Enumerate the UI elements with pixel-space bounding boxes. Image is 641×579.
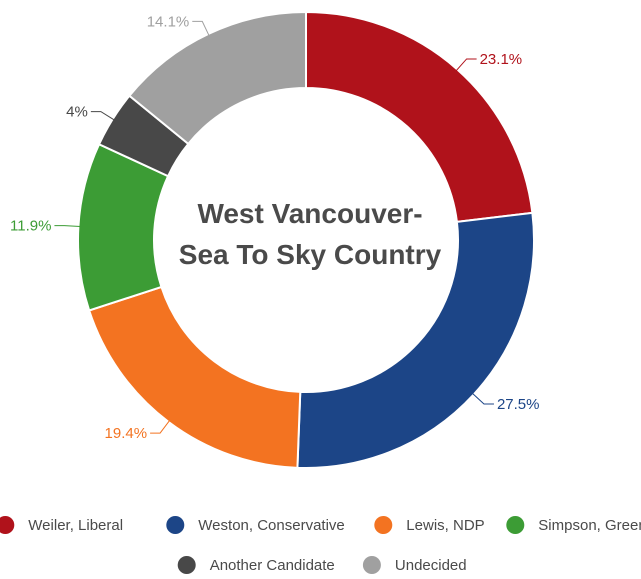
- data-label-undecided: 14.1%: [147, 13, 190, 30]
- data-label-lewis-ndp: 19.4%: [105, 425, 148, 442]
- leader-another-candidate: [90, 111, 115, 121]
- chart-title-line-2: Sea To Sky Country: [179, 239, 442, 270]
- data-label-weston-conservative: 27.5%: [497, 396, 540, 413]
- leader-weiler-liberal: [455, 58, 477, 72]
- legend-swatch-simpson-green: [506, 516, 525, 534]
- chart-title-line-1: West Vancouver-: [197, 198, 422, 229]
- leader-simpson-green: [54, 225, 81, 228]
- legend-label-another-candidate: Another Candidate: [210, 557, 335, 574]
- donut-slices: [77, 10, 535, 469]
- legend-swatch-another-candidate: [177, 556, 196, 574]
- data-labels: 23.1% 27.5% 19.4% 11.9% 4% 14.1%: [10, 13, 540, 442]
- legend-swatch-lewis-ndp: [374, 516, 393, 534]
- label-leaders: [54, 20, 494, 434]
- legend-swatch-undecided: [362, 556, 381, 574]
- leader-weston-conservative: [471, 392, 494, 405]
- leader-undecided: [192, 20, 210, 37]
- leader-lewis-ndp: [150, 420, 171, 434]
- data-label-another-candidate: 4%: [66, 104, 88, 121]
- legend: Weiler, Liberal Weston, Conservative Lewis…: [0, 516, 641, 574]
- legend-swatch-weiler-liberal: [0, 516, 15, 534]
- slice-weiler-liberal: [305, 10, 534, 224]
- legend-label-weston-conservative: Weston, Conservative: [198, 517, 344, 534]
- data-label-weiler-liberal: 23.1%: [480, 51, 523, 68]
- legend-label-weiler-liberal: Weiler, Liberal: [28, 517, 123, 534]
- legend-label-lewis-ndp: Lewis, NDP: [406, 517, 484, 534]
- legend-label-simpson-green: Simpson, Green: [538, 517, 641, 534]
- legend-swatch-weston-conservative: [166, 516, 185, 534]
- slice-weston-conservative: [296, 211, 535, 469]
- data-label-simpson-green: 11.9%: [10, 218, 51, 235]
- slice-undecided: [128, 10, 307, 146]
- legend-label-undecided: Undecided: [395, 557, 467, 574]
